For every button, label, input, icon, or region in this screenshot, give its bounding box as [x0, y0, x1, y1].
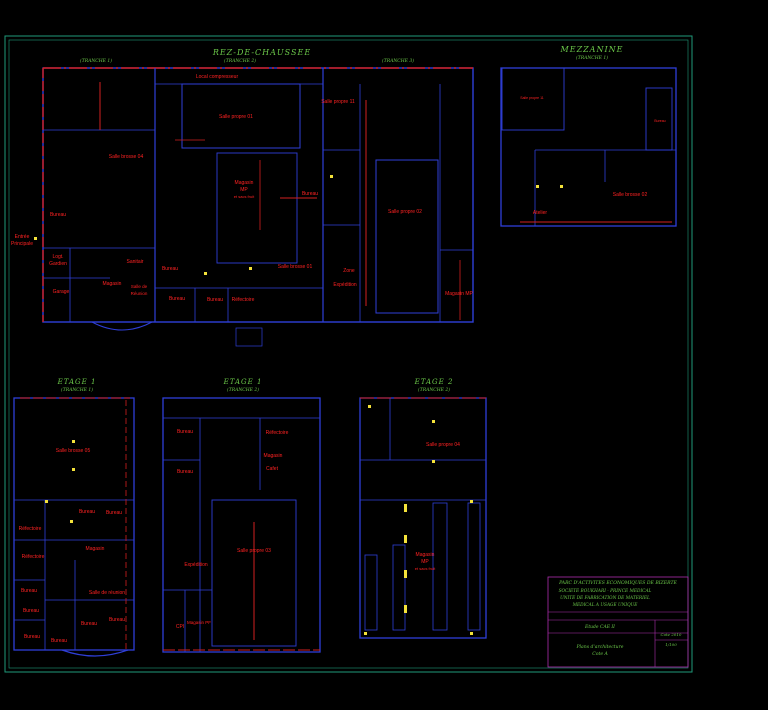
label-magasin-mp-b-3: et sacs fruit — [415, 566, 436, 571]
plan-etage1a — [13, 397, 135, 657]
label-sanitair: Sanitair — [127, 259, 144, 265]
label-bureau-e1b-1: Bureau — [177, 429, 193, 435]
label-bureau-e1b-2: Bureau — [177, 469, 193, 475]
label-atelier: Atelier — [533, 210, 548, 216]
plan-etage1b — [162, 397, 321, 653]
label-cpi: CPI — [176, 624, 184, 630]
label-bureau-e1a-7: Bureau — [24, 634, 40, 640]
tb-plan-2: Cote A — [592, 651, 608, 657]
tb-line2: SOCIETE BOUKHARI - PRINCE MEDICAL — [559, 589, 652, 594]
label-refectoire-e1b: Réfectoire — [266, 430, 289, 436]
label-bureau-e1a-3: Bureau — [21, 588, 37, 594]
label-entree-1: Entrée — [15, 234, 30, 240]
title-mezzanine: MEZZANINE — [560, 45, 624, 54]
label-salle-brosse-01: Salle brosse 01 — [278, 264, 313, 270]
label-bureau-5: Bureau — [302, 191, 318, 197]
label-magasin-mp-1: Magasin — [235, 180, 254, 186]
label-salle-brosse-02: Salle brosse 02 — [613, 192, 648, 198]
tb-line4: MEDICAL A USAGE UNIQUE — [572, 603, 639, 608]
label-magasin-e1b: Magasin — [264, 453, 283, 459]
title-etage1b: ETAGE 1 — [223, 378, 263, 386]
label-magasin-mp-b-2: MP — [421, 559, 429, 565]
inner-frame — [8, 39, 689, 669]
label-bureau-2: Bureau — [162, 266, 178, 272]
label-expedition: Expédition — [184, 562, 208, 568]
tranche-etage1a: (TRANCHE 1) — [61, 386, 93, 393]
label-logt-2: Gardien — [49, 261, 67, 267]
tb-line3: UNITE DE FABRICATION DE MATERIEL — [560, 596, 650, 601]
label-logt-1: Logt. — [52, 254, 63, 260]
tranche-etage1b: (TRANCHE 2) — [227, 386, 259, 393]
label-salle-propre-01: Salle propre 01 — [219, 114, 253, 120]
label-magasin-mp-2: MP — [240, 187, 248, 193]
label-salle-propre-11-a: Salle propre 11 — [321, 99, 355, 105]
label-magasin-mp-3: et sacs fruit — [234, 194, 255, 199]
title-block: PARC D'ACTIVITES ECONOMIQUES DE BIZERTE … — [547, 576, 689, 668]
label-bureau-mezz: Bureau — [654, 119, 665, 123]
label-bureau-4: Bureau — [207, 297, 223, 303]
plan-etage2 — [359, 397, 487, 639]
label-salle-brosse-04: Salle brosse 04 — [109, 154, 144, 160]
label-bureau-3: Bureau — [169, 296, 185, 302]
label-magasin-mp-right: Magasin MP — [445, 291, 473, 297]
label-zone-1: Zone — [343, 268, 355, 274]
label-bureau-e1a-4: Bureau — [23, 608, 39, 614]
fixture-markers — [34, 175, 563, 635]
tranche-rdc-3: (TRANCHE 3) — [382, 57, 414, 64]
label-cafet: Cafet — [266, 466, 279, 472]
label-magasin-pf: Magasin PF — [187, 620, 211, 625]
label-bureau-1: Bureau — [50, 212, 66, 218]
label-salle-propre-02: Salle propre 02 — [388, 209, 422, 215]
label-magasin-e1a: Magasin — [86, 546, 105, 552]
tb-etude: Etude CAE II — [584, 624, 615, 630]
label-garage: Garage — [53, 289, 70, 295]
label-refectoire-1: Réfectoire — [232, 297, 255, 303]
tranche-etage2: (TRANCHE 2) — [418, 386, 450, 393]
outer-frame — [4, 35, 693, 673]
label-salle-propre-03: Salle propre 03 — [237, 548, 271, 554]
tranche-rdc-1: (TRANCHE 1) — [80, 57, 112, 64]
title-etage1a: ETAGE 1 — [57, 378, 97, 386]
label-salle-reunion-2: Réunion — [131, 291, 148, 296]
plan-mezzanine — [500, 67, 677, 227]
tb-cell-bottom: 1/100 — [665, 642, 677, 647]
label-magasin-1: Magasin — [103, 281, 122, 287]
label-local-compresseur: Local compresseur — [196, 74, 239, 80]
title-etage2: ETAGE 2 — [414, 378, 454, 386]
tb-cell-top: Cote 2010 — [661, 632, 682, 637]
label-bureau-e1a-6: Bureau — [109, 617, 125, 623]
label-salle-propre-11-b: Salle propre 11 — [520, 96, 544, 100]
label-bureau-e1a-1: Bureau — [79, 509, 95, 515]
label-refectoire-e1a-2: Réfectoire — [22, 554, 45, 560]
label-salle-propre-04: Salle propre 04 — [426, 442, 460, 448]
label-entree-2: Principale — [11, 241, 33, 247]
tranche-rdc-2: (TRANCHE 2) — [224, 57, 256, 64]
label-magasin-mp-b-1: Magasin — [416, 552, 435, 558]
label-bureau-e1a-5: Bureau — [81, 621, 97, 627]
title-rdc: REZ-DE-CHAUSSEE — [212, 48, 311, 57]
plan-rdc — [42, 67, 474, 347]
label-bureau-e1a-8: Bureau — [51, 638, 67, 644]
tb-plan-1: Plans d'architecture — [575, 644, 623, 650]
label-refectoire-e1a: Réfectoire — [19, 526, 42, 532]
label-salle-reunion-e1a: Salle de réunion — [89, 590, 125, 596]
label-zone-2: Expédition — [333, 282, 357, 288]
label-bureau-e1a-2: Bureau — [106, 510, 122, 516]
tb-line1: PARC D'ACTIVITES ECONOMIQUES DE BIZERTE — [558, 580, 677, 586]
label-salle-brosse-05: Salle brosse 05 — [56, 448, 91, 454]
label-salle-reunion-1: Salle de — [131, 284, 148, 289]
tranche-mezzanine: (TRANCHE 1) — [576, 54, 608, 61]
